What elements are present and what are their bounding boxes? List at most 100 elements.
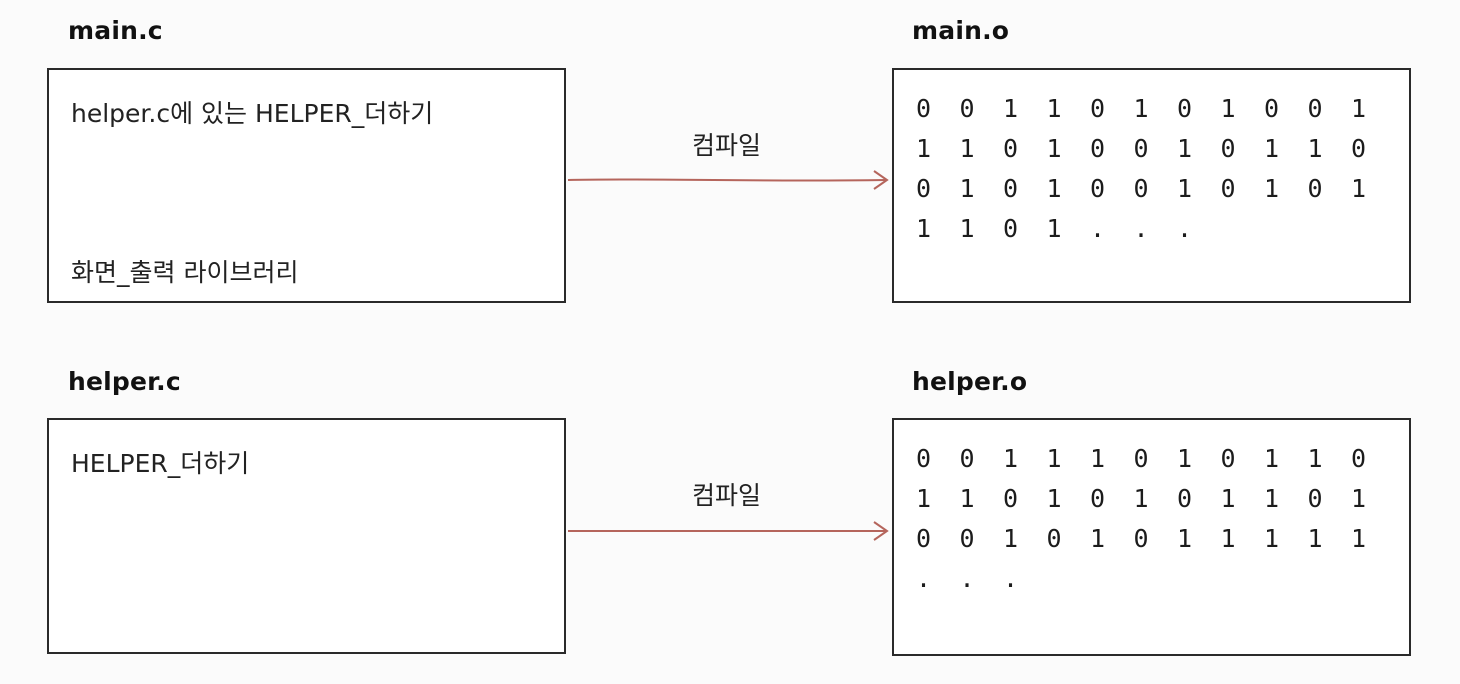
bit-digit: 0 [916,174,932,203]
main-o-label: main.o [912,16,1010,45]
bit-digit: 1 [1046,214,1062,243]
bit-digit: 1 [1264,444,1280,473]
bit-digit: 0 [1307,484,1323,513]
bit-digit: . [916,564,932,593]
bit-digit: 0 [1133,524,1149,553]
bit-digit: 1 [1220,94,1236,123]
bit-digit: 1 [1351,94,1367,123]
bit-digit: 1 [959,484,975,513]
bit-digit: 1 [1264,484,1280,513]
bit-digit: 1 [1046,134,1062,163]
bit-digit: 0 [1133,174,1149,203]
bit-digit: 0 [1177,484,1193,513]
bit-digit: 1 [1177,444,1193,473]
bit-digit: 0 [1220,444,1236,473]
bit-digit: 0 [1090,134,1106,163]
bit-digit: 0 [1003,214,1019,243]
bit-digit: . [1177,214,1193,243]
bit-digit: . [1090,214,1106,243]
helper-o-label: helper.o [912,367,1028,396]
bit-digit: 1 [1264,134,1280,163]
bit-digit: 1 [959,214,975,243]
bit-digit: 1 [1177,134,1193,163]
main-c-label: main.c [68,16,163,45]
bit-digit: 1 [1220,524,1236,553]
bit-digit: 0 [1003,134,1019,163]
bit-digit: 0 [1133,444,1149,473]
bit-digit: 1 [1046,444,1062,473]
bit-digit: 0 [1133,134,1149,163]
bit-digit: 1 [959,134,975,163]
bit-digit: 0 [1220,134,1236,163]
bit-digit: 1 [1177,524,1193,553]
bit-digit: 0 [959,524,975,553]
bit-digit: 0 [1307,174,1323,203]
bit-digit: 0 [916,94,932,123]
bottom-compile-label: 컴파일 [692,481,762,510]
bit-digit: 1 [1307,524,1323,553]
bit-digit: 0 [1003,174,1019,203]
bottom-compile-arrow [567,521,889,541]
bit-digit: 1 [1133,484,1149,513]
helper-c-label: helper.c [68,367,181,396]
bit-digit: . [1003,564,1019,593]
bit-digit: 1 [1351,524,1367,553]
main-c-line-2: 화면_출력 라이브러리 [71,258,299,287]
bit-digit: 0 [1003,484,1019,513]
bit-digit: 0 [1220,174,1236,203]
helper-c-line-1: HELPER_더하기 [71,449,250,478]
bit-digit: 0 [1090,484,1106,513]
bit-digit: 0 [1046,524,1062,553]
bit-digit: 0 [959,94,975,123]
bit-digit: 1 [1264,174,1280,203]
bit-digit: 0 [1264,94,1280,123]
bit-digit: 1 [1003,524,1019,553]
bit-digit: 1 [1003,94,1019,123]
bit-digit: 0 [1307,94,1323,123]
bit-digit: 0 [916,444,932,473]
bit-digit: 1 [1351,484,1367,513]
bit-digit: 0 [959,444,975,473]
bit-digit: 1 [1307,134,1323,163]
bit-digit: 0 [1351,134,1367,163]
bit-digit: 1 [1090,524,1106,553]
bit-digit: 1 [916,214,932,243]
bit-digit: 1 [1046,174,1062,203]
bit-digit: . [959,564,975,593]
bit-digit: 1 [1177,174,1193,203]
bit-digit: 1 [1133,94,1149,123]
bit-digit: 1 [1046,94,1062,123]
bit-digit: 1 [916,484,932,513]
bit-digit: 1 [1003,444,1019,473]
bit-digit: 1 [959,174,975,203]
bit-digit: 0 [1090,174,1106,203]
bit-digit: 1 [1264,524,1280,553]
helper-o-row-4: ... [916,564,1047,593]
bit-digit: 1 [1307,444,1323,473]
bit-digit: 1 [1220,484,1236,513]
bit-digit: 1 [1046,484,1062,513]
top-compile-label: 컴파일 [692,131,762,160]
bit-digit: 0 [1351,444,1367,473]
bit-digit: 0 [1090,94,1106,123]
bit-digit: . [1133,214,1149,243]
helper-c-box: HELPER_더하기 [47,418,566,654]
bit-digit: 1 [1090,444,1106,473]
main-c-box: helper.c에 있는 HELPER_더하기 화면_출력 라이브러리 [47,68,566,303]
main-c-line-1: helper.c에 있는 HELPER_더하기 [71,99,434,128]
bit-digit: 1 [1351,174,1367,203]
top-compile-arrow [567,170,889,190]
bit-digit: 0 [916,524,932,553]
bit-digit: 0 [1177,94,1193,123]
bit-digit: 1 [916,134,932,163]
